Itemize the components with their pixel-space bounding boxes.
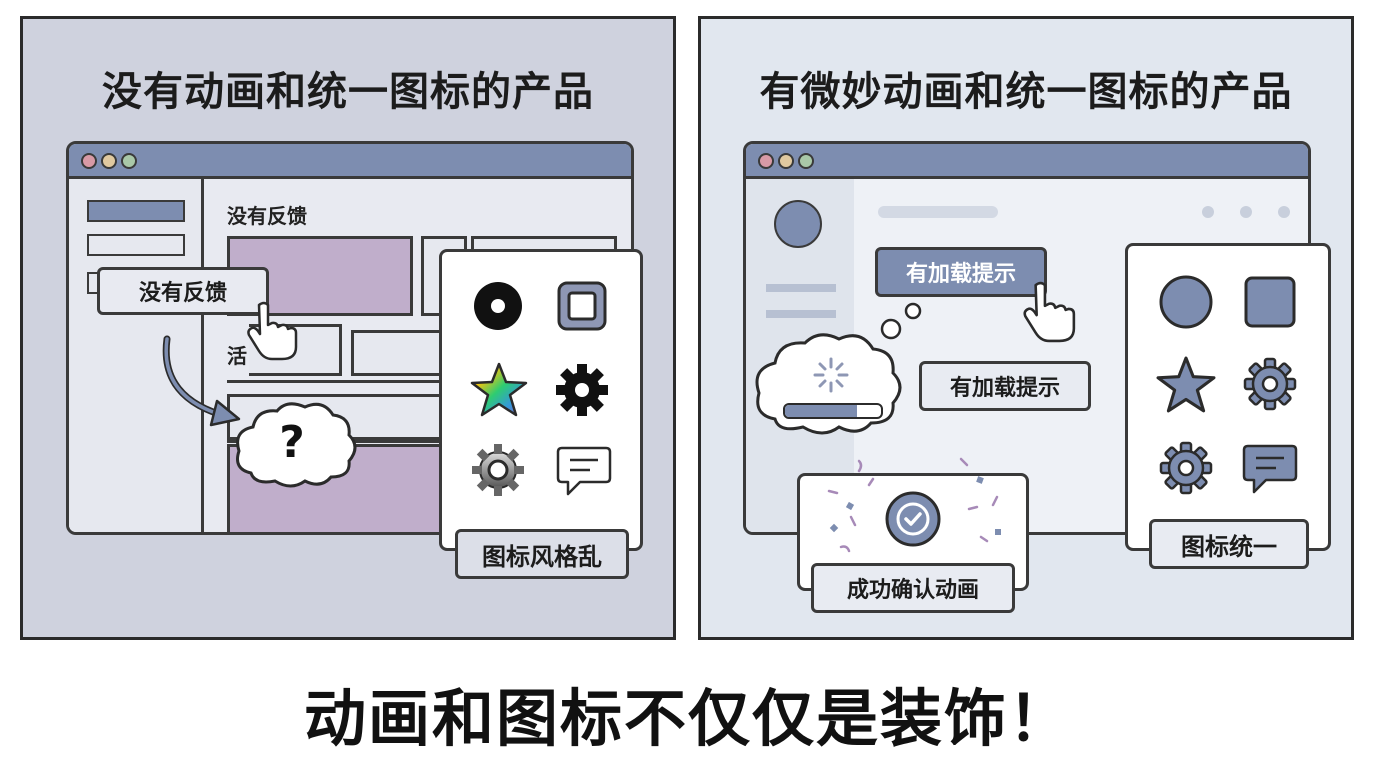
rainbow-star-icon	[470, 362, 528, 417]
chat-bubble-icon	[1242, 444, 1298, 494]
close-dot-icon[interactable]	[81, 153, 97, 169]
icons-unified-label: 图标统一	[1149, 519, 1309, 569]
close-dot-icon[interactable]	[758, 153, 774, 169]
obscured-text: 活	[227, 344, 247, 368]
consistent-icon-card	[1125, 243, 1331, 551]
progress-bar	[783, 403, 883, 419]
inconsistent-icon-card	[439, 249, 643, 551]
loading-hint-button[interactable]: 有加载提示	[875, 247, 1047, 297]
minimize-dot-icon[interactable]	[778, 153, 794, 169]
chat-bubble-icon	[556, 446, 612, 496]
dot-indicator	[1240, 206, 1252, 218]
no-feedback-button[interactable]: 没有反馈	[97, 267, 269, 315]
left-window-titlebar	[69, 144, 631, 179]
divider	[227, 380, 631, 383]
star-icon	[1156, 356, 1216, 413]
minimize-dot-icon[interactable]	[101, 153, 117, 169]
right-panel: 有微妙动画和统一图标的产品 有加载提示	[698, 16, 1354, 640]
sidebar-item[interactable]	[766, 284, 836, 292]
solid-gear-icon	[556, 364, 608, 416]
hand-cursor-icon	[247, 301, 298, 361]
gear-icon	[1243, 357, 1297, 411]
gear-icon	[1159, 441, 1213, 495]
confetti-icon	[827, 457, 1001, 553]
success-animation-label: 成功确认动画	[811, 563, 1015, 613]
sidebar-item[interactable]	[87, 200, 185, 222]
square-icon	[557, 281, 607, 331]
dot-indicator	[1202, 206, 1214, 218]
left-panel-title: 没有动画和统一图标的产品	[102, 69, 594, 115]
gradient-gear-icon	[472, 444, 524, 496]
right-panel-title: 有微妙动画和统一图标的产品	[759, 69, 1293, 115]
question-cloud-icon	[236, 402, 357, 488]
left-panel: 没有动画和统一图标的产品 没有反馈 活 没有反馈	[20, 16, 676, 640]
divider	[227, 440, 631, 443]
hand-cursor-icon	[1023, 281, 1076, 343]
question-mark: ?	[279, 417, 305, 468]
thought-bubble-icon	[880, 302, 922, 340]
check-circle-icon	[885, 491, 941, 547]
spinner-icon	[813, 357, 849, 393]
progress-bar-fill	[785, 405, 857, 417]
circle-icon	[1159, 275, 1213, 329]
content-heading: 没有反馈	[227, 204, 307, 228]
loading-hint-label: 有加载提示	[919, 361, 1091, 411]
loading-cloud-icon	[755, 333, 902, 435]
icon-style-messy-label: 图标风格乱	[455, 529, 629, 579]
sidebar-item[interactable]	[766, 310, 836, 318]
sidebar-item[interactable]	[87, 234, 185, 256]
bottom-caption: 动画和图标不仅仅是装饰！	[303, 682, 1072, 755]
avatar[interactable]	[774, 200, 822, 248]
maximize-dot-icon[interactable]	[798, 153, 814, 169]
disc-icon	[474, 282, 522, 330]
square-icon	[1244, 276, 1296, 328]
right-window-titlebar	[746, 144, 1308, 179]
maximize-dot-icon[interactable]	[121, 153, 137, 169]
skeleton-line	[878, 206, 998, 218]
curved-arrow-icon	[162, 335, 241, 427]
dot-indicator	[1278, 206, 1290, 218]
